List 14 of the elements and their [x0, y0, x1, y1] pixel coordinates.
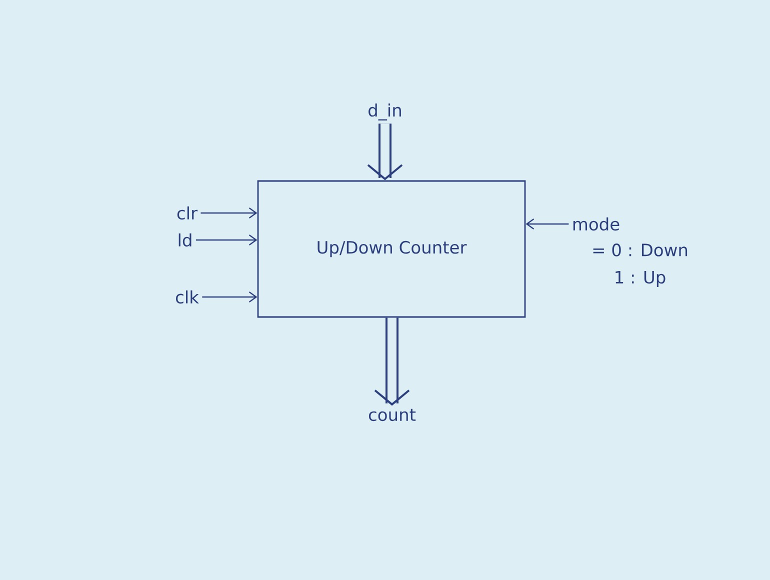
mode-value-note: 1 : Up	[616, 271, 666, 287]
signal-label: clr	[177, 206, 198, 220]
signal-label: d_in	[368, 104, 401, 120]
arrow	[526, 218, 569, 230]
signal-label: count	[368, 408, 416, 422]
bus-arrow	[374, 318, 410, 406]
counter-box: Up/Down Counter	[257, 180, 526, 318]
mode-value-note: = 0 : Down	[593, 244, 688, 256]
signal-label: ld	[178, 233, 192, 247]
arrow	[202, 292, 258, 302]
signal-label: mode	[573, 217, 620, 231]
arrow	[196, 234, 258, 246]
arrow	[200, 208, 258, 218]
signal-label: clk	[176, 290, 199, 304]
